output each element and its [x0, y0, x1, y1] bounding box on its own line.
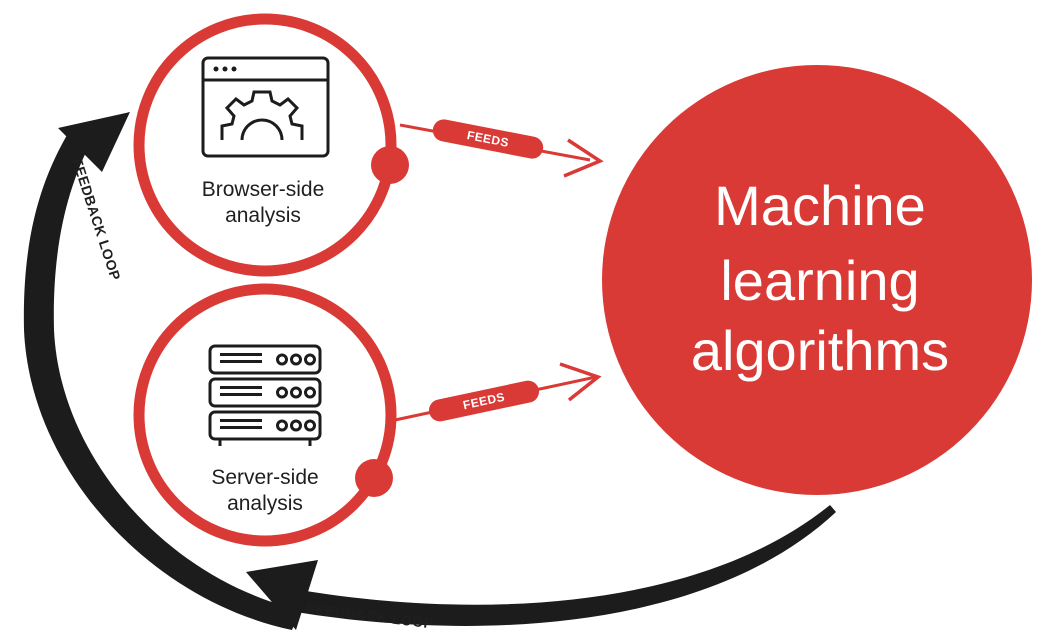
- server-label-line1: Server-side: [211, 466, 318, 489]
- browser-node-connector: [371, 146, 409, 184]
- feedback-loop-label-left: FEEDBACK LOOP: [69, 156, 124, 283]
- feeds-arrow-bottom: FEEDS: [394, 362, 602, 422]
- ml-label-line3: algorithms: [691, 319, 949, 382]
- ml-label-line2: learning: [720, 249, 919, 312]
- server-rack-icon: [208, 344, 322, 446]
- browser-gear-icon: [201, 56, 330, 158]
- ml-node: Machine learning algorithms: [602, 65, 1032, 495]
- feedback-arrow-left: [23, 112, 300, 630]
- feedback-arrow-bottom: [246, 505, 836, 630]
- server-node-connector: [355, 459, 393, 497]
- browser-label-line2: analysis: [225, 204, 301, 227]
- server-label-line2: analysis: [227, 492, 303, 515]
- feeds-arrow-top: FEEDS: [399, 119, 604, 178]
- ml-label-line1: Machine: [714, 174, 926, 237]
- browser-label-line1: Browser-side: [202, 178, 325, 201]
- browser-node: Browser-side analysis: [133, 13, 409, 277]
- server-node: Server-side analysis: [133, 283, 397, 547]
